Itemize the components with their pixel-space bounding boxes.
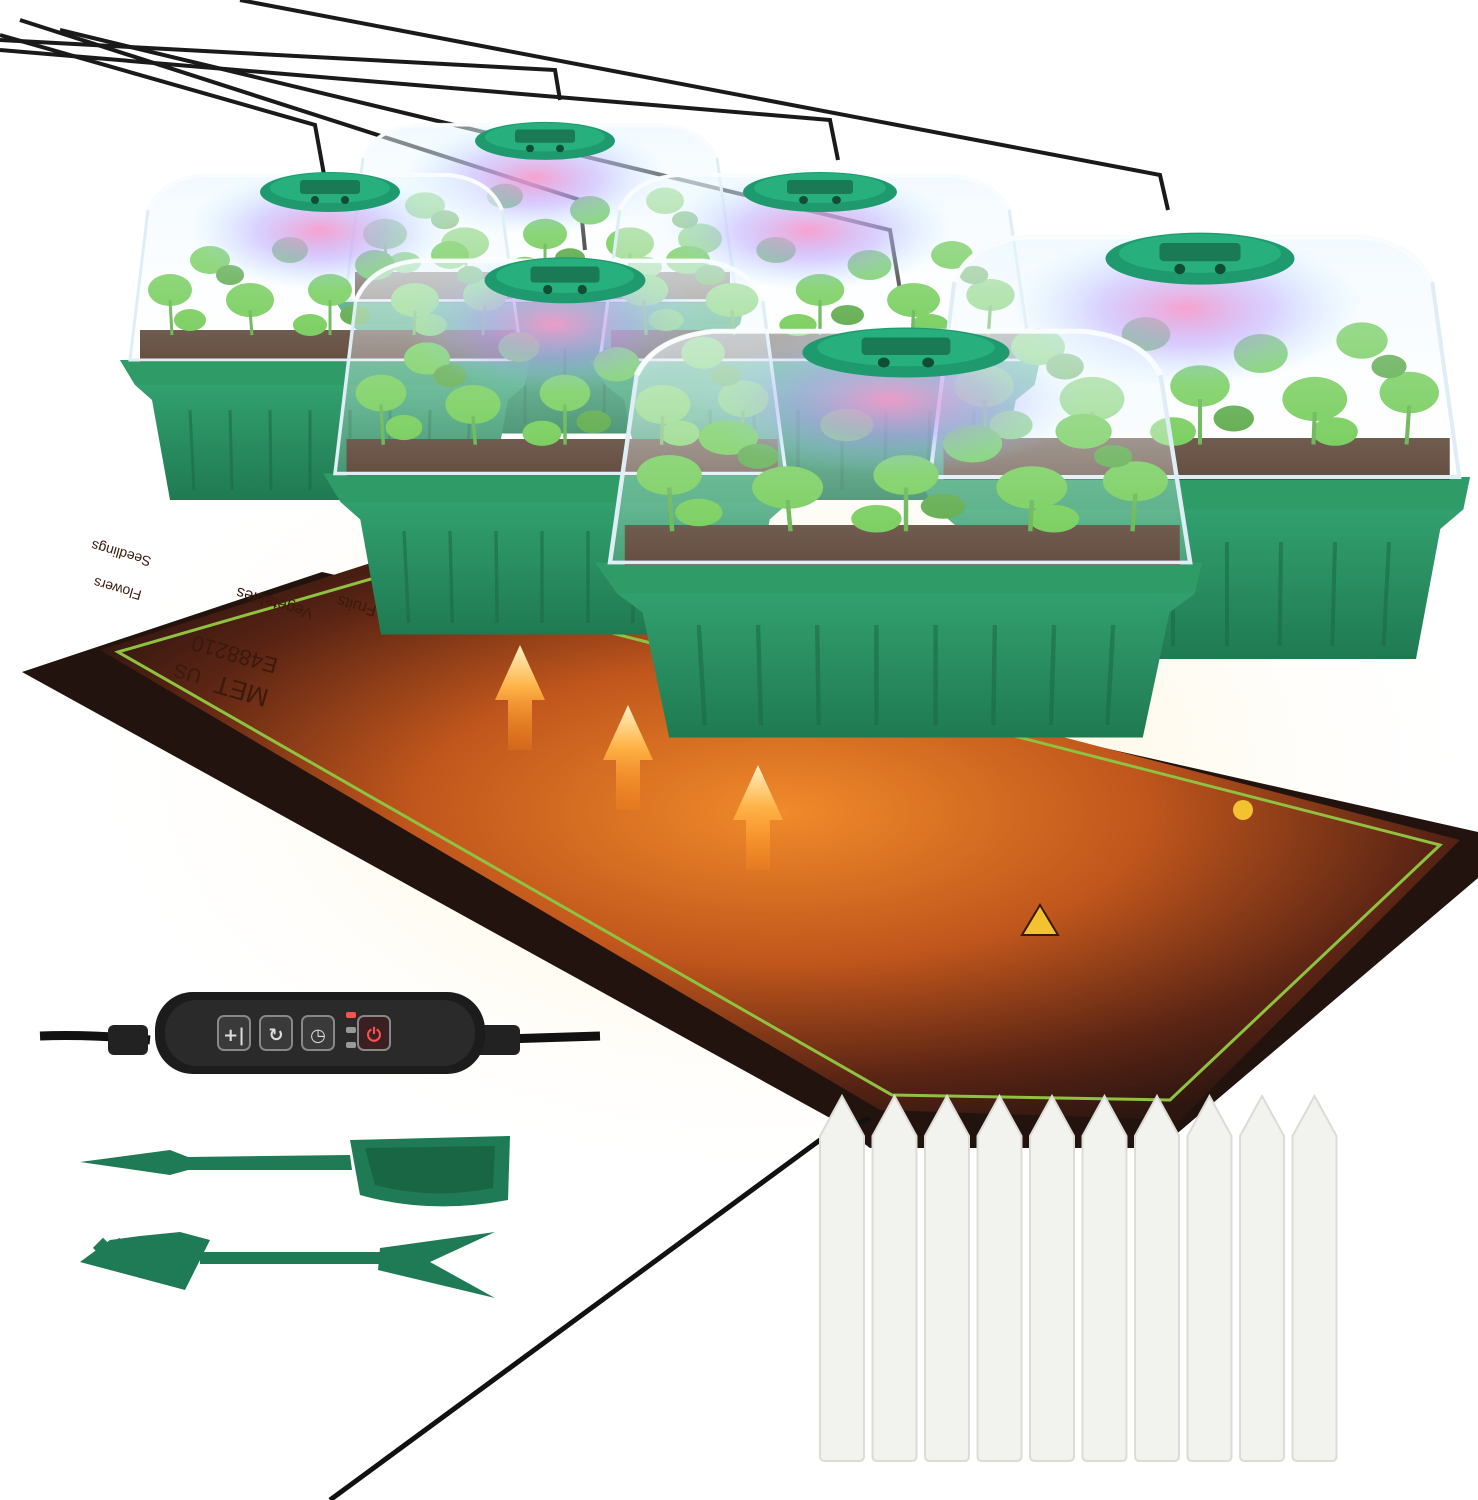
dibber-scoop-tool xyxy=(80,1136,510,1207)
thermostat-controller: +| ↻ ◷ ⏻ xyxy=(39,992,601,1074)
transplanting-tools xyxy=(80,1136,510,1298)
label-stake xyxy=(1134,1095,1180,1462)
mat-border-line xyxy=(114,573,1444,1102)
label-stake xyxy=(1029,1095,1075,1462)
heat-arrow-icon xyxy=(603,705,653,810)
warning-icon xyxy=(1020,903,1060,936)
heat-arrows xyxy=(495,645,783,870)
heat-arrow-icon xyxy=(733,765,783,870)
controller-button[interactable]: ◷ xyxy=(301,1015,335,1051)
power-icon: ⏻ xyxy=(367,1025,382,1046)
heat-arrow-icon xyxy=(495,645,545,750)
label-stake xyxy=(819,1095,865,1462)
controller-buttons: +| ↻ ◷ ⏻ xyxy=(217,1015,391,1051)
label-stake xyxy=(1239,1095,1285,1462)
widger-fork-tool xyxy=(80,1232,495,1298)
label-stake xyxy=(976,1095,1023,1462)
plus-minus-icon: +| xyxy=(223,1025,245,1046)
humidity-dome-tray xyxy=(595,325,1202,738)
controller-button[interactable]: +| xyxy=(217,1015,251,1051)
mat-badge-icon xyxy=(1233,800,1253,820)
cycle-icon: ↻ xyxy=(268,1025,283,1046)
controller-button[interactable]: ⏻ xyxy=(357,1015,391,1051)
label-stake xyxy=(871,1095,918,1462)
controller-button[interactable]: ↻ xyxy=(259,1015,293,1051)
indicator-lights xyxy=(346,1012,356,1048)
label-stake xyxy=(1291,1095,1338,1462)
timer-icon: ◷ xyxy=(310,1025,326,1046)
label-stake xyxy=(1186,1095,1233,1462)
label-stake xyxy=(924,1095,970,1462)
label-stake xyxy=(1081,1095,1128,1462)
